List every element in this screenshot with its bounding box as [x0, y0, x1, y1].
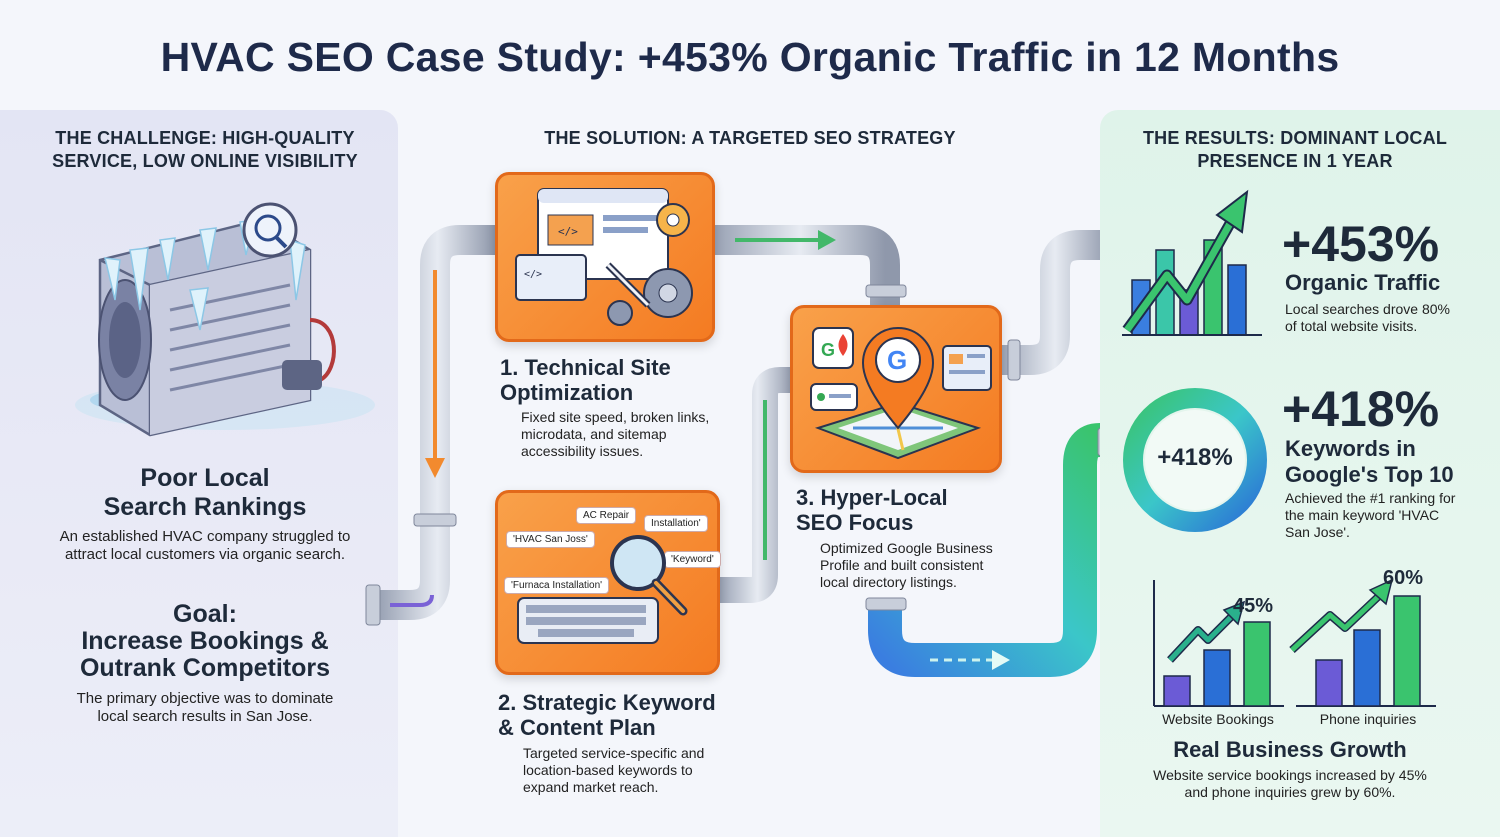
- bookings-growth-chart: [1153, 580, 1284, 707]
- page-title: HVAC SEO Case Study: +453% Organic Traff…: [160, 34, 1340, 80]
- website-gear-icon: </> </>: [515, 188, 693, 326]
- results-heading: THE RESULTS: DOMINANT LOCAL PRESENCE IN …: [1142, 128, 1448, 171]
- step-2-description: Targeted service-specific and location-b…: [523, 745, 705, 795]
- keyboard-magnifier-icon: [517, 535, 688, 644]
- keyword-tag: Installation': [644, 515, 708, 532]
- traffic-stat-label: Organic Traffic: [1285, 270, 1441, 295]
- bookings-chart-label: Website Bookings: [1162, 711, 1274, 727]
- keyword-plan-card: AC Repair Installation' 'HVAC San Joss' …: [495, 490, 721, 675]
- traffic-stat-description: Local searches drove 80% of total websit…: [1285, 301, 1450, 334]
- solution-heading: THE SOLUTION: A TARGETED SEO STRATEGY: [544, 128, 956, 148]
- step-2-title: 2. Strategic Keyword & Content Plan: [498, 690, 716, 740]
- svg-text:G: G: [821, 340, 835, 360]
- growth-title: Real Business Growth: [1173, 737, 1407, 762]
- step-3-description: Optimized Google Business Profile and bu…: [820, 540, 993, 590]
- svg-text:G: G: [887, 345, 907, 375]
- keywords-stat-label: Keywords in Google's Top 10: [1285, 436, 1454, 487]
- growth-description: Website service bookings increased by 45…: [1153, 767, 1427, 800]
- step-3-title: 3. Hyper-Local SEO Focus: [796, 485, 948, 535]
- keywords-ring-value: +418%: [1157, 444, 1233, 471]
- step-1-title: 1. Technical Site Optimization: [500, 355, 671, 405]
- hyper-local-card: G G: [790, 305, 1002, 473]
- keyword-tag: 'Furnaca Installation': [504, 577, 610, 594]
- goal-description: The primary objective was to dominate lo…: [76, 690, 334, 725]
- keywords-stat-value: +418%: [1282, 381, 1440, 437]
- svg-text:</>: </>: [524, 269, 542, 280]
- keywords-stat-description: Achieved the #1 ranking for the main key…: [1285, 490, 1456, 540]
- keywords-ring-chart: [1123, 388, 1267, 532]
- problem-description: An established HVAC company struggled to…: [59, 528, 351, 563]
- traffic-stat-value: +453%: [1282, 216, 1440, 272]
- google-map-pin-icon: G G: [810, 327, 992, 460]
- keyword-tag: AC Repair: [576, 507, 637, 524]
- challenge-heading: THE CHALLENGE: HIGH-QUALITY SERVICE, LOW…: [52, 128, 358, 171]
- challenge-panel: [0, 110, 398, 837]
- problem-title: Poor Local Search Rankings: [103, 464, 307, 521]
- phone-growth-value: 60%: [1383, 567, 1424, 589]
- bookings-growth-value: 45%: [1233, 595, 1274, 617]
- keyword-tag: 'HVAC San Joss': [506, 531, 595, 548]
- goal-title: Goal: Increase Bookings & Outrank Compet…: [79, 600, 331, 682]
- traffic-growth-chart-icon: [1122, 189, 1262, 336]
- phone-chart-label: Phone inquiries: [1319, 711, 1417, 727]
- svg-text:</>: </>: [558, 225, 578, 238]
- phone-growth-chart: [1289, 578, 1436, 707]
- frozen-ac-unit-illustration: [75, 202, 375, 437]
- technical-optimization-card: </> </>: [495, 172, 715, 342]
- step-1-description: Fixed site speed, broken links, microdat…: [521, 409, 710, 459]
